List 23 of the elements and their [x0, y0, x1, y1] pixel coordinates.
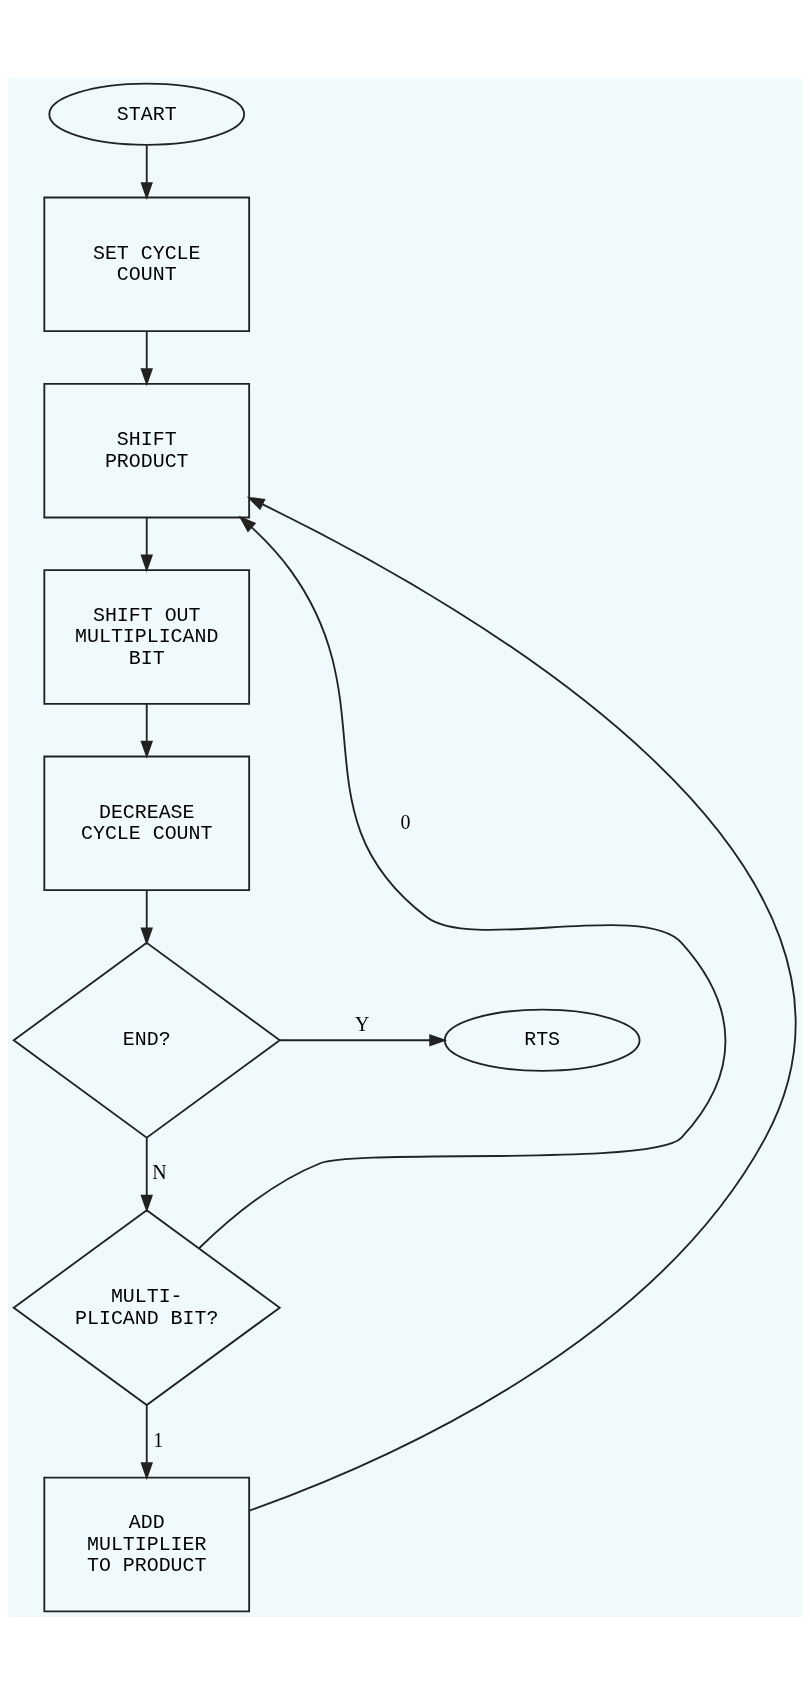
node-box: ADD MULTIPLIER TO PRODUCT	[43, 1476, 251, 1612]
node-diamond: MULTI- PLICAND BIT?	[12, 1208, 282, 1406]
node-ellipse: RTS	[443, 1008, 641, 1072]
node-diamond: END?	[12, 941, 282, 1139]
edge-label: 0	[400, 810, 411, 833]
arrow	[140, 889, 153, 946]
node-box: SHIFT PRODUCT	[43, 382, 251, 518]
edge-label: N	[152, 1160, 167, 1183]
node-box: SET CYCLE COUNT	[43, 196, 251, 332]
edge-label: 1	[153, 1428, 164, 1451]
node-box: SHIFT OUT MULTIPLICAND BIT	[43, 568, 251, 705]
arrow	[140, 1404, 153, 1480]
arrow	[279, 1033, 448, 1046]
node-ellipse: START	[48, 82, 246, 146]
arrow	[140, 516, 153, 572]
arrow	[140, 1136, 153, 1213]
arrow	[198, 515, 727, 1249]
node-box: DECREASE CYCLE COUNT	[43, 755, 251, 891]
arrow	[140, 330, 153, 386]
edge-label: Y	[355, 1012, 370, 1035]
arrow	[140, 144, 153, 200]
arrow	[246, 496, 796, 1512]
arrow	[140, 702, 153, 759]
